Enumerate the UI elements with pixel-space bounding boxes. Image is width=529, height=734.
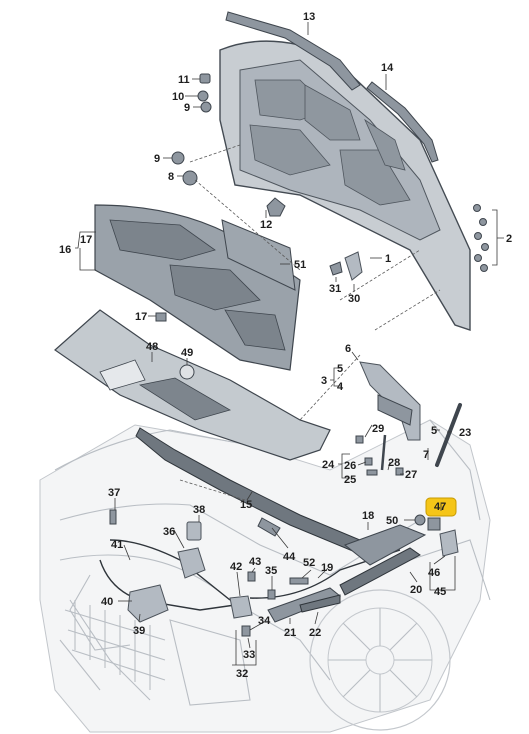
callout-40: 40 — [101, 596, 113, 608]
callout-36: 36 — [163, 526, 175, 538]
callout-22: 22 — [309, 627, 321, 639]
callout-7: 7 — [423, 449, 429, 461]
insulation-pad — [221, 219, 296, 291]
callout-29: 29 — [372, 423, 384, 435]
callout-33: 33 — [243, 649, 255, 661]
callout-14: 14 — [381, 62, 394, 74]
callout-30: 30 — [348, 293, 360, 305]
callout-15: 15 — [240, 499, 252, 511]
callout-2: 2 — [506, 233, 512, 245]
callout-17: 17 — [80, 234, 92, 246]
callout-34: 34 — [258, 615, 271, 627]
callout-6: 6 — [345, 343, 351, 355]
leader-lines — [75, 22, 504, 666]
plenum-cowl-panel — [54, 309, 331, 461]
reference-lines — [179, 144, 441, 501]
trim-panel-18 — [343, 524, 427, 566]
callout-27: 27 — [405, 469, 417, 481]
fastener-11 — [199, 73, 211, 84]
trim-panel-20 — [339, 547, 421, 596]
callout-41: 41 — [111, 539, 123, 551]
lock-cover — [186, 521, 202, 541]
callout-37: 37 — [108, 487, 120, 499]
callout-47: 47 — [434, 501, 446, 513]
trim-panel-22 — [299, 594, 341, 613]
front-grille — [64, 600, 166, 690]
callout-49: 49 — [181, 347, 193, 359]
fastener-43 — [247, 571, 256, 582]
callout-23: 23 — [459, 427, 471, 439]
fastener-35 — [267, 589, 276, 600]
callout-48: 48 — [146, 341, 158, 353]
callout-12: 12 — [260, 219, 272, 231]
bracket-37 — [109, 509, 117, 525]
clip-set — [473, 204, 489, 272]
callout-31: 31 — [329, 283, 341, 295]
callout-44: 44 — [283, 551, 296, 563]
grommet-31 — [329, 261, 343, 276]
callout-19: 19 — [321, 562, 333, 574]
bumper-stop-12 — [266, 197, 286, 217]
callout-9-lower: 9 — [154, 153, 160, 165]
callout-24: 24 — [322, 459, 335, 471]
callout-35: 35 — [265, 565, 277, 577]
release-lever-30 — [344, 251, 363, 281]
callout-10: 10 — [172, 91, 184, 103]
hood-seal-side — [366, 81, 439, 163]
callout-9: 9 — [184, 102, 190, 114]
callout-43: 43 — [249, 556, 261, 568]
hood-lock — [177, 547, 206, 579]
gas-strut — [435, 403, 462, 467]
callout-50: 50 — [386, 515, 398, 527]
actuator-42 — [229, 595, 253, 619]
callout-45: 45 — [434, 586, 446, 598]
callout-39: 39 — [133, 625, 145, 637]
callout-42: 42 — [230, 561, 242, 573]
callout-16: 16 — [59, 244, 71, 256]
hood-seal-rear — [225, 11, 361, 91]
callout-26: 26 — [344, 460, 356, 472]
callout-20: 20 — [410, 584, 422, 596]
callout-51: 51 — [294, 259, 306, 271]
callout-52: 52 — [303, 557, 315, 569]
callout-labels: 13 14 11 10 9 9 8 12 2 17 16 51 1 31 30 … — [59, 11, 512, 680]
callout-25: 25 — [344, 474, 356, 486]
hinge-bolts — [355, 434, 404, 476]
callout-5: 5 — [337, 363, 343, 375]
callout-8: 8 — [168, 171, 174, 183]
callout-4: 4 — [337, 381, 344, 393]
cowl-cap — [179, 364, 195, 380]
bracket-45 — [439, 529, 459, 557]
callout-1: 1 — [385, 253, 391, 265]
front-wheel — [309, 589, 451, 731]
callout-18: 18 — [362, 510, 374, 522]
fastener-9b — [171, 151, 185, 165]
hood-hinge — [359, 361, 421, 441]
callout-13: 13 — [303, 11, 315, 23]
fastener-9a — [200, 101, 212, 113]
callout-46: 46 — [428, 567, 440, 579]
callout-32: 32 — [236, 668, 248, 680]
callout-28: 28 — [388, 457, 400, 469]
sensor-34 — [241, 625, 251, 637]
fastener-10 — [197, 90, 209, 102]
fastener-8 — [182, 170, 198, 186]
clip-52 — [289, 577, 309, 585]
bowden-cable — [249, 549, 401, 599]
fastener-50 — [414, 514, 426, 526]
callout-3: 3 — [321, 375, 327, 387]
clip-17 — [155, 312, 167, 322]
callout-38: 38 — [193, 504, 205, 516]
release-handle — [127, 584, 169, 623]
callout-5-lower: 5 — [431, 425, 437, 437]
callout-17-clip: 17 — [135, 311, 147, 323]
callout-11: 11 — [178, 74, 190, 86]
callout-21: 21 — [284, 627, 296, 639]
